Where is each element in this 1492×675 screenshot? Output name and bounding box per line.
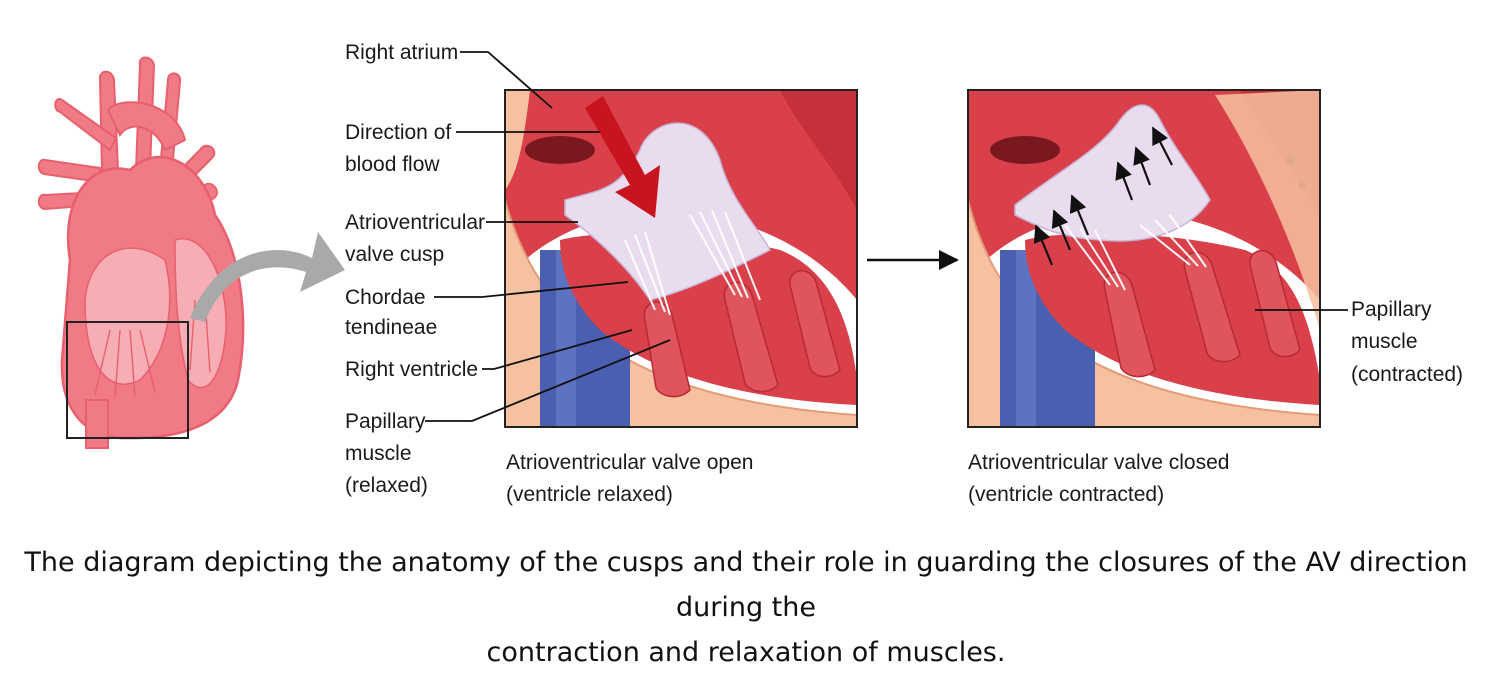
label-direction-line1: Direction of <box>345 121 452 144</box>
leader-chordae <box>434 281 629 298</box>
label-papillary-contracted-line3: (contracted) <box>1351 363 1464 386</box>
valve-closed-illustration <box>968 90 1320 427</box>
label-papillary-relaxed-line2: muscle <box>345 442 412 465</box>
panel-open-caption-line1: Atrioventricular valve open <box>506 451 754 474</box>
label-chordae-line1: Chordae <box>345 286 426 309</box>
zoom-region-box <box>66 321 189 439</box>
figure-caption-line1: The diagram depicting the anatomy of the… <box>24 547 1468 623</box>
leader-right-ventricle <box>482 329 633 370</box>
label-papillary-relaxed-line1: Papillary <box>345 410 426 433</box>
figure-caption-line2: contraction and relaxation of muscles. <box>486 637 1006 668</box>
diagram-canvas <box>37 51 1348 449</box>
label-papillary-contracted-line1: Papillary <box>1351 298 1432 321</box>
label-cusp-line2: valve cusp <box>345 243 445 266</box>
label-papillary-contracted-line2: muscle <box>1351 330 1418 353</box>
label-cusp-line1: Atrioventricular <box>345 211 486 234</box>
zoom-pointer-arrow <box>190 232 345 322</box>
label-direction-line2: blood flow <box>345 153 440 176</box>
leader-right-atrium <box>460 51 553 109</box>
panel-closed-caption-line2: (ventricle contracted) <box>968 483 1165 506</box>
panel-open-caption-line2: (ventricle relaxed) <box>506 483 673 506</box>
label-chordae-line2: tendineae <box>345 316 438 339</box>
leader-papillary-relaxed <box>425 339 671 422</box>
valve-open-panel-frame <box>504 89 858 428</box>
figure-caption: The diagram depicting the anatomy of the… <box>0 540 1492 675</box>
valve-closed-panel-frame <box>967 89 1321 428</box>
valve-open-illustration <box>505 90 857 427</box>
label-right-ventricle: Right ventricle <box>345 358 479 381</box>
heart-overview-illustration <box>37 56 245 449</box>
panel-closed-caption-line1: Atrioventricular valve closed <box>968 451 1230 474</box>
label-right-atrium: Right atrium <box>345 41 459 64</box>
label-papillary-relaxed-line3: (relaxed) <box>345 474 428 497</box>
